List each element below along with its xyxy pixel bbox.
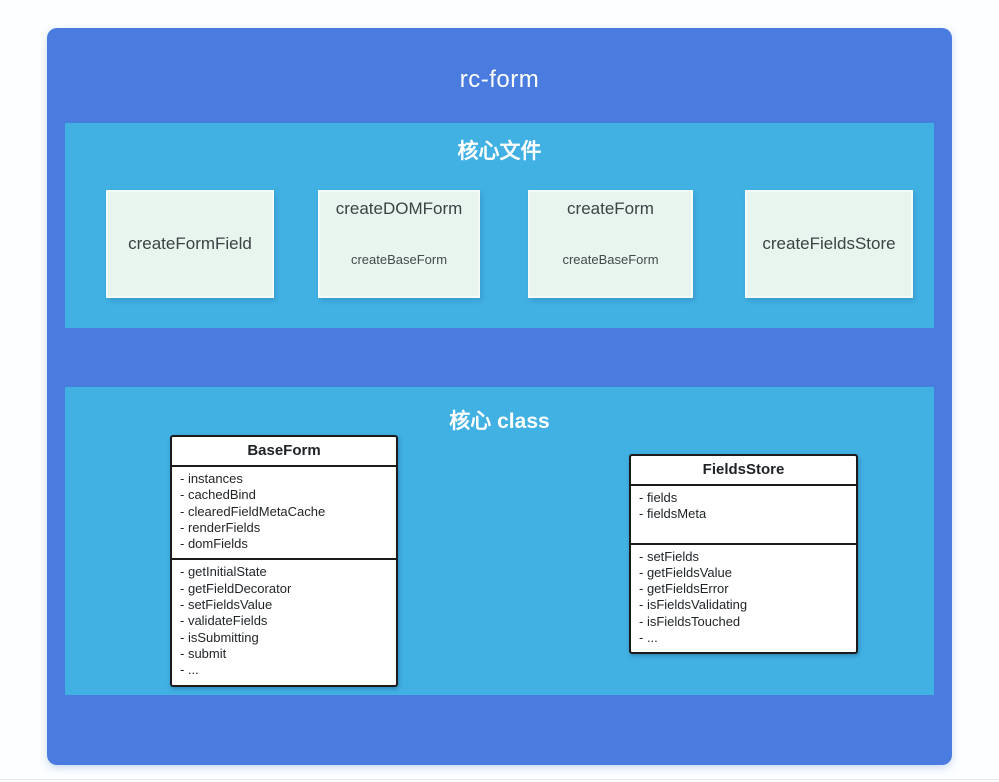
core-classes-heading: 核心 class [449, 410, 550, 433]
class-method: - setFieldsValue [180, 597, 273, 613]
file-box-title: createDOMForm [335, 199, 463, 218]
core-files-section: 核心文件 createFormField createDOMForm creat… [65, 123, 934, 328]
class-method: - getFieldsError [639, 581, 729, 597]
file-box-createfieldsstore: createFieldsStore [745, 190, 913, 298]
class-name: FieldsStore [631, 456, 856, 486]
class-attribute: - cachedBind [180, 487, 256, 503]
class-attribute: - renderFields [180, 519, 261, 535]
file-box-subtitle: createBaseForm [350, 252, 448, 267]
core-files-heading: 核心文件 [457, 140, 542, 163]
class-box-baseform: BaseForm - instances - cachedBind - clea… [170, 435, 398, 687]
class-method: - getFieldsValue [639, 564, 732, 580]
class-attribute: - fields [639, 490, 678, 505]
file-box-subtitle: createBaseForm [562, 252, 659, 267]
file-box-title: createFormField [128, 234, 252, 253]
class-method: - validateFields [180, 613, 268, 629]
file-box-title: createFieldsStore [762, 234, 896, 253]
file-box-createform: createForm createBaseForm [528, 190, 693, 298]
class-method: - getInitialState [180, 564, 267, 580]
class-method: - ... [180, 662, 199, 678]
class-method: - ... [639, 630, 658, 646]
class-attribute: - domFields [180, 536, 248, 552]
class-attribute: - clearedFieldMetaCache [180, 503, 326, 519]
class-name: BaseForm [172, 437, 396, 467]
page-bottom-divider [0, 779, 999, 780]
class-attribute: - instances [180, 471, 243, 486]
class-method: - submit [180, 645, 227, 661]
class-method: - isFieldsTouched [639, 613, 741, 629]
class-methods: - getInitialState - getFieldDecorator - … [172, 560, 396, 684]
core-classes-section: 核心 class BaseForm - instances - cachedBi… [65, 387, 934, 695]
class-attribute: - fieldsMeta [639, 506, 707, 522]
class-method: - setFields [639, 548, 699, 564]
class-box-fieldsstore: FieldsStore - fields - fieldsMeta - setF… [629, 454, 858, 655]
file-box-title: createForm [567, 199, 654, 218]
class-method: - getFieldDecorator [180, 580, 292, 596]
class-method: - isSubmitting [180, 629, 259, 645]
diagram-title: rc-form [459, 66, 540, 93]
class-method: - isFieldsValidating [639, 597, 748, 613]
class-attributes: - instances - cachedBind - clearedFieldM… [172, 467, 396, 561]
file-box-createdomform: createDOMForm createBaseForm [318, 190, 480, 298]
rc-form-diagram-container: rc-form 核心文件 createFormField createDOMFo… [47, 28, 952, 765]
class-methods: - setFields - getFieldsValue - getFields… [631, 545, 856, 653]
class-attributes: - fields - fieldsMeta [631, 486, 856, 545]
file-box-createformfield: createFormField [106, 190, 274, 298]
